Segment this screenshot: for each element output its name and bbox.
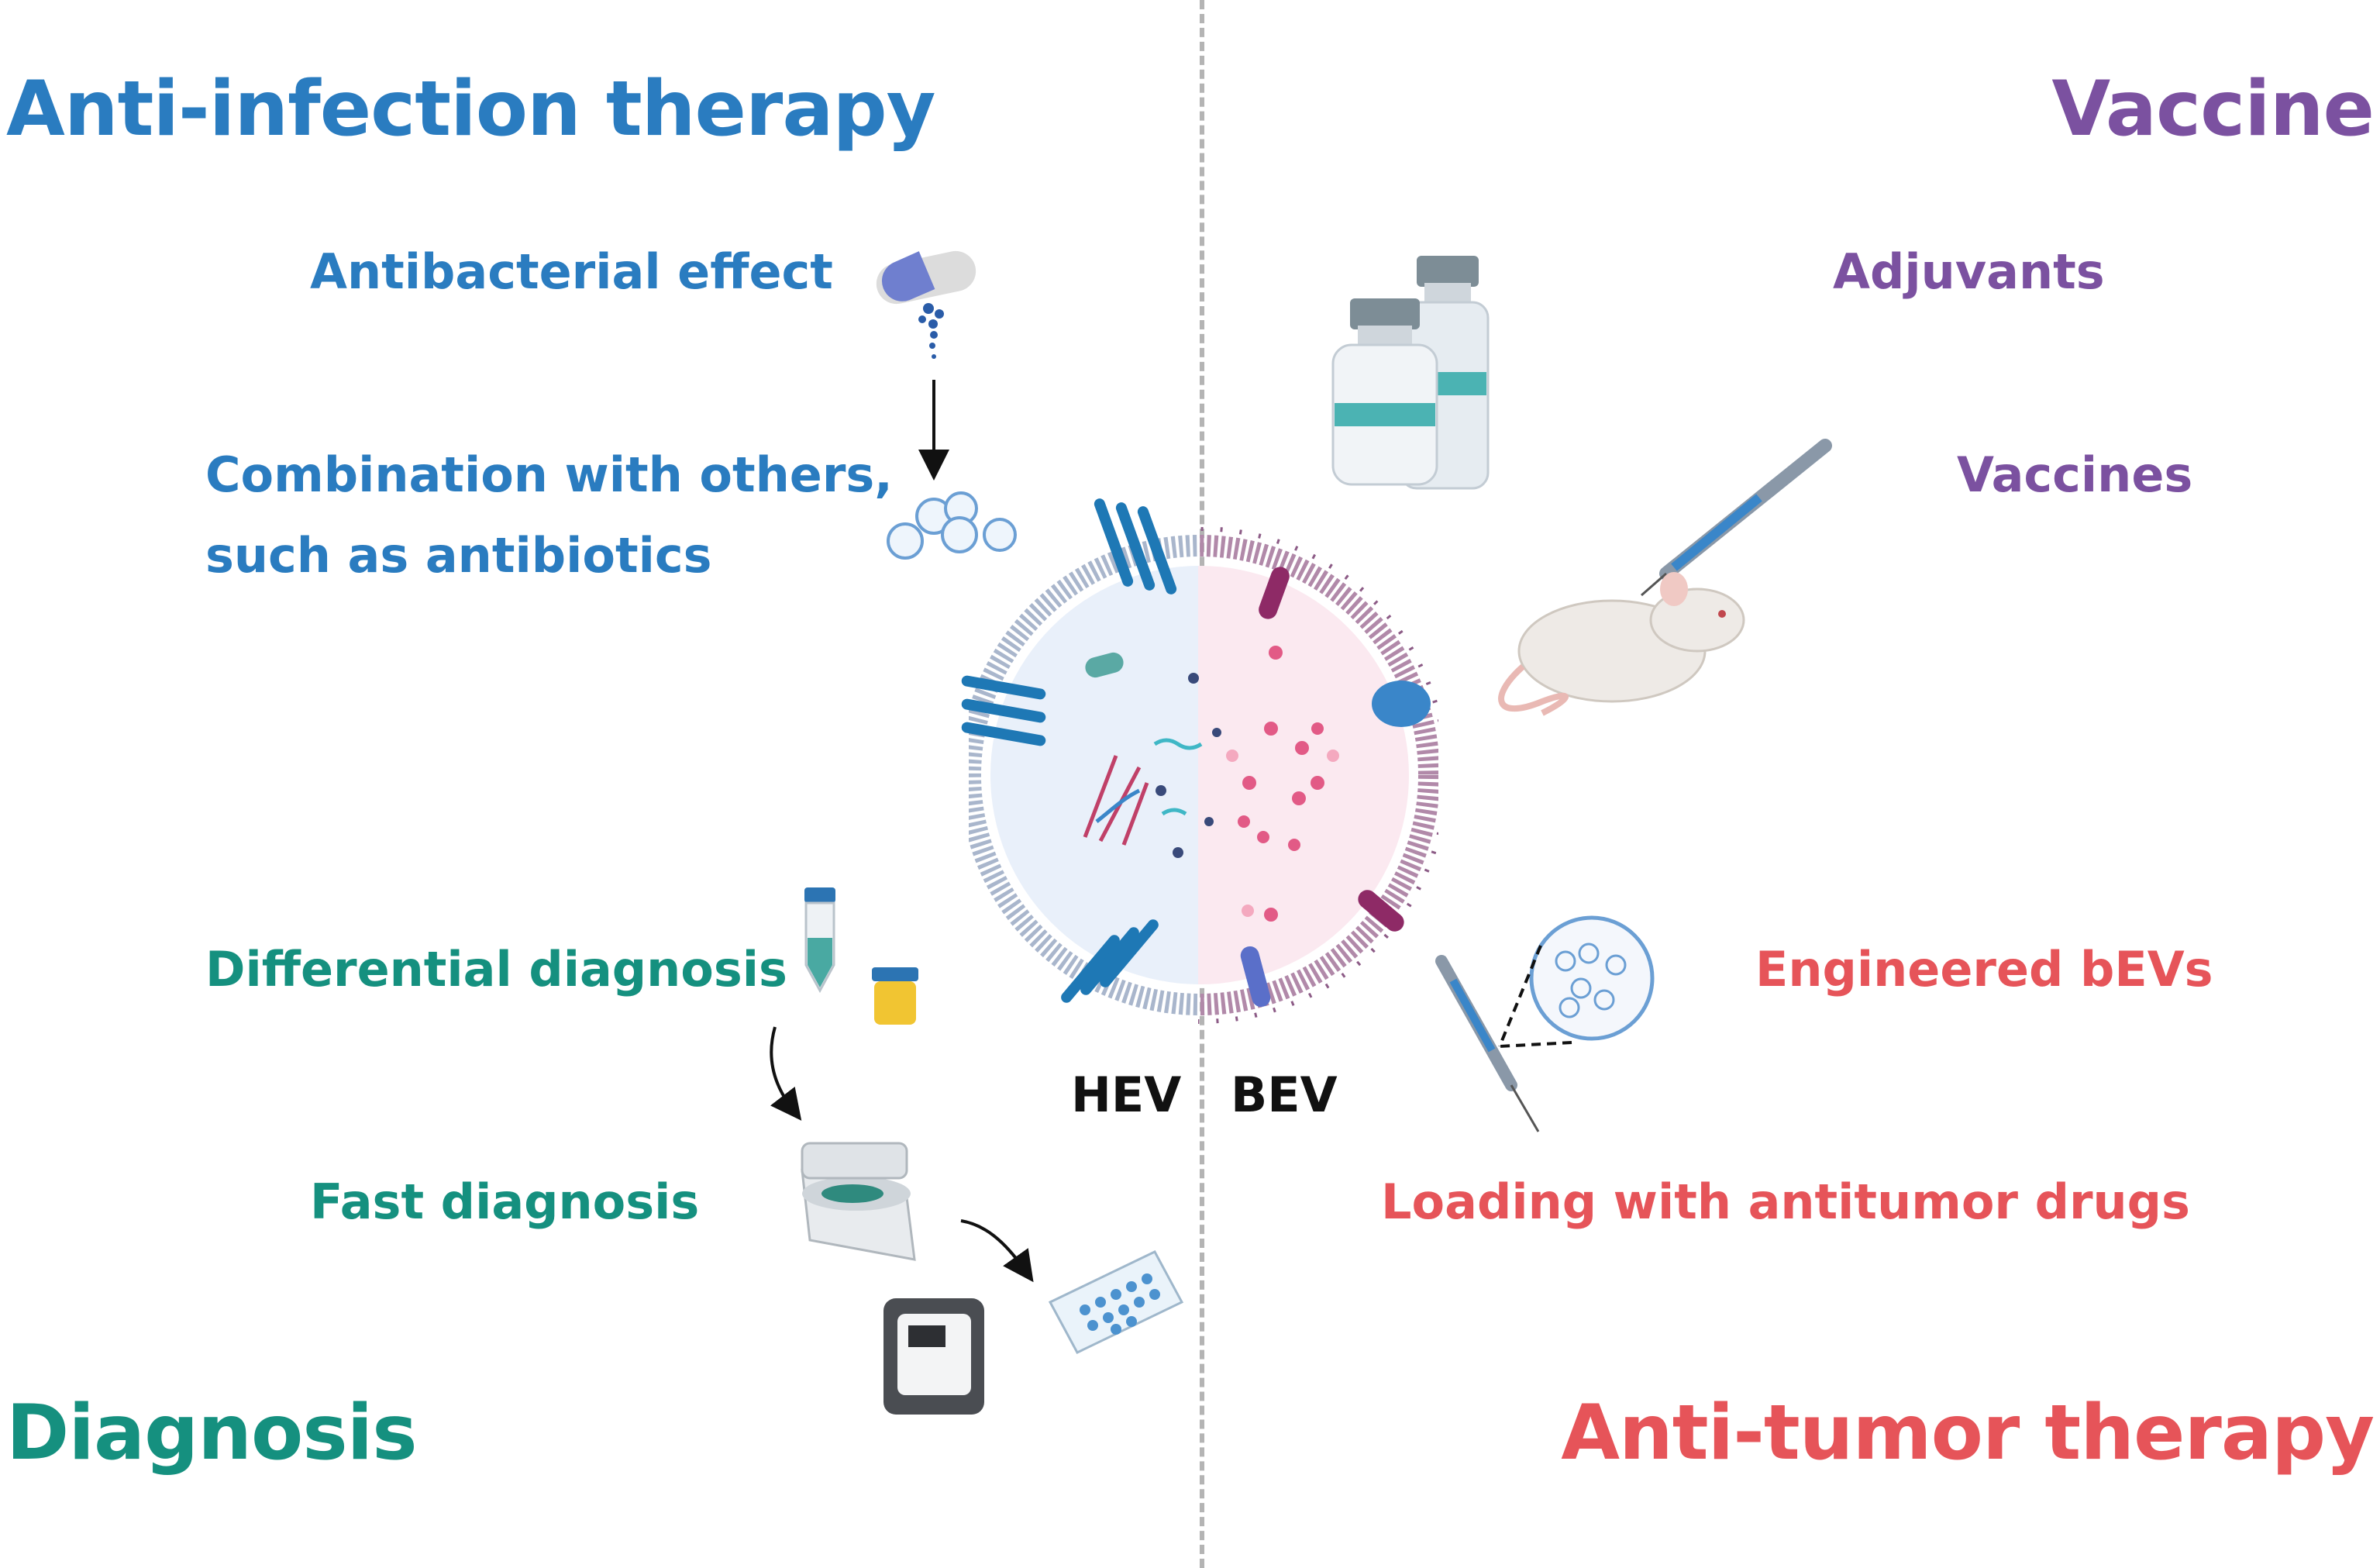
fast-diagnosis-label: Fast diagnosis	[310, 1173, 700, 1230]
centrifuge-tube-icon	[804, 887, 835, 994]
analyzer-icon	[883, 1298, 984, 1415]
combination-label-line2: such as antibiotics	[205, 527, 712, 584]
syringe-icon	[1641, 439, 1832, 597]
arrow-icon	[960, 1219, 1034, 1283]
arrow-icon	[770, 1026, 802, 1121]
vaccines-label: Vaccines	[1957, 446, 2193, 503]
well-plate-icon	[1048, 1250, 1184, 1354]
urine-cup-icon	[872, 967, 918, 1025]
capsule-icon	[876, 250, 976, 359]
vaccine-title: Vaccine	[2051, 65, 2375, 153]
vesicle-icon	[961, 498, 1438, 1024]
bev-label: BEV	[1231, 1067, 1338, 1123]
combination-label-line1: Combination with others,	[205, 446, 893, 503]
engineered-bevs-label: Engineered bEVs	[1755, 941, 2213, 998]
anti-tumor-title: Anti-tumor therapy	[1561, 1389, 2375, 1477]
diagnosis-title: Diagnosis	[6, 1389, 418, 1477]
centrifuge-icon	[801, 1142, 916, 1261]
hev-label: HEV	[1071, 1067, 1182, 1123]
adjuvants-label: Adjuvants	[1833, 243, 2105, 300]
syringe-icon	[1435, 955, 1540, 1132]
antibacterial-effect-label: Antibacterial effect	[310, 243, 833, 300]
bacteria-icon	[887, 491, 1017, 560]
anti-infection-title: Anti-infection therapy	[6, 65, 936, 153]
mouse-icon	[1498, 572, 1745, 716]
loading-antitumor-label: Loading with antitumor drugs	[1381, 1173, 2190, 1230]
vial-icon	[1331, 256, 1490, 490]
differential-diagnosis-label: Differential diagnosis	[205, 941, 787, 998]
vesicle-icon	[1498, 915, 1655, 1048]
